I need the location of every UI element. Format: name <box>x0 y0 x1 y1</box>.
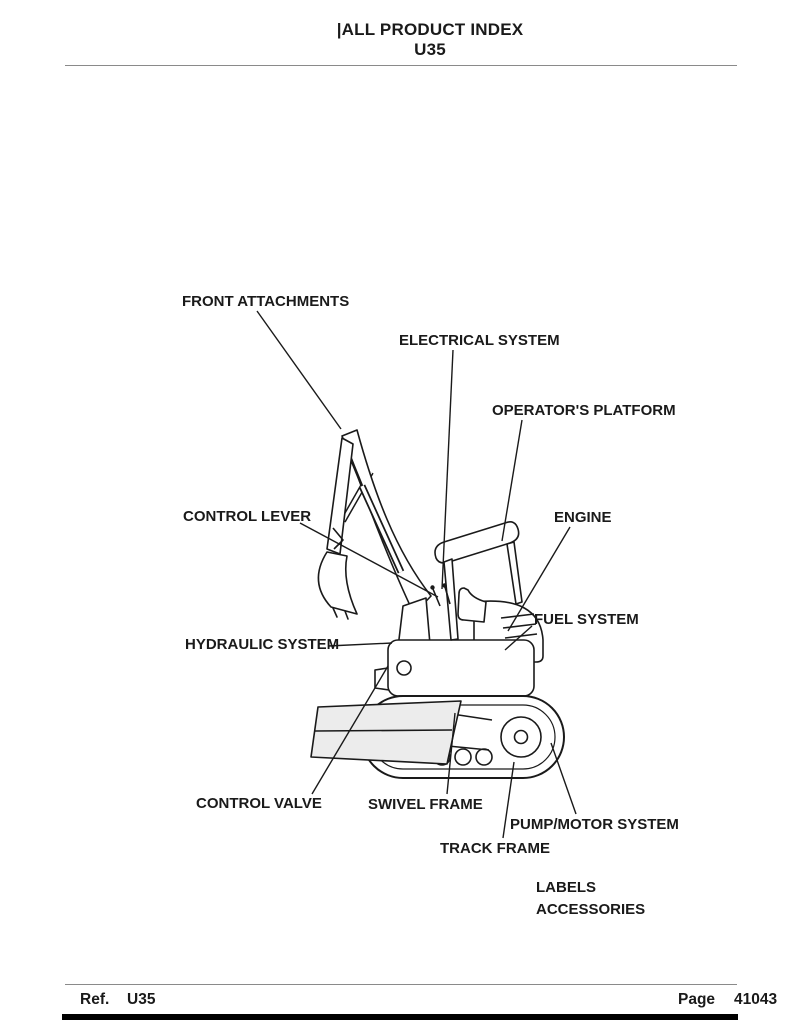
footer-ref-label: Ref. <box>80 991 110 1008</box>
leader-front-attachments <box>256 310 342 430</box>
track-sprocket-hub <box>513 729 529 745</box>
footer-rule <box>65 984 737 985</box>
leader-swivel-frame <box>446 712 456 795</box>
leader-engine <box>507 526 571 632</box>
bottom-bar <box>62 1014 738 1020</box>
leader-lines <box>256 310 577 839</box>
part-label-accessories: ACCESSORIES <box>536 901 646 918</box>
leader-fuel-system <box>504 625 533 651</box>
leader-track-frame <box>502 761 515 839</box>
canopy-rear-post <box>506 541 523 605</box>
page-header: |ALL PRODUCT INDEX U35 <box>94 20 766 60</box>
page-title: |ALL PRODUCT INDEX <box>336 20 524 39</box>
control-levers <box>430 583 451 607</box>
leader-operators-platform <box>501 419 523 542</box>
leader-control-lever <box>299 522 439 598</box>
part-label-pump-motor-system: PUMP/MOTOR SYSTEM <box>510 816 679 833</box>
excavator-bucket-teeth <box>332 607 349 620</box>
excavator-bucket-linkage <box>332 527 344 550</box>
swing-motor <box>396 660 412 676</box>
blade-crease <box>314 729 453 732</box>
excavator-boom <box>341 429 432 615</box>
leader-hydraulic-system <box>327 642 393 647</box>
excavator-canopy-roof <box>434 521 520 564</box>
part-label-front-attachments: FRONT ATTACHMENTS <box>182 293 350 310</box>
leader-pump-motor-system <box>550 742 577 815</box>
excavator-house-body <box>387 639 535 697</box>
part-label-swivel-frame: SWIVEL FRAME <box>368 796 483 813</box>
header-rule <box>65 65 737 66</box>
part-label-hydraulic-system: HYDRAULIC SYSTEM <box>185 636 340 653</box>
excavator-boom-cylinder <box>349 458 405 574</box>
canopy-front-post <box>443 558 459 641</box>
part-label-control-valve: CONTROL VALVE <box>196 795 322 812</box>
footer-page-label: Page <box>678 991 716 1008</box>
leader-control-valve <box>311 665 389 795</box>
operator-seat <box>457 587 487 623</box>
part-label-control-lever: CONTROL LEVER <box>183 508 312 525</box>
page-model: U35 <box>414 40 446 59</box>
track-roller <box>454 748 472 766</box>
footer-ref-value: U35 <box>127 991 156 1008</box>
part-label-fuel-system: FUEL SYSTEM <box>534 611 639 628</box>
leader-electrical-system <box>441 349 454 590</box>
part-label-electrical-system: ELECTRICAL SYSTEM <box>399 332 560 349</box>
footer-page-value: 41043 <box>734 991 778 1008</box>
part-label-operators-platform: OPERATOR'S PLATFORM <box>492 402 676 419</box>
excavator-illustration <box>310 429 565 779</box>
excavator-blade <box>310 700 462 765</box>
part-label-labels: LABELS <box>536 879 596 896</box>
house-step <box>374 667 390 691</box>
excavator-bucket <box>317 551 358 615</box>
part-label-track-frame: TRACK FRAME <box>440 840 550 857</box>
part-label-engine: ENGINE <box>554 509 612 526</box>
blade-arm <box>447 713 493 751</box>
track-sprocket-wheel <box>500 716 542 758</box>
